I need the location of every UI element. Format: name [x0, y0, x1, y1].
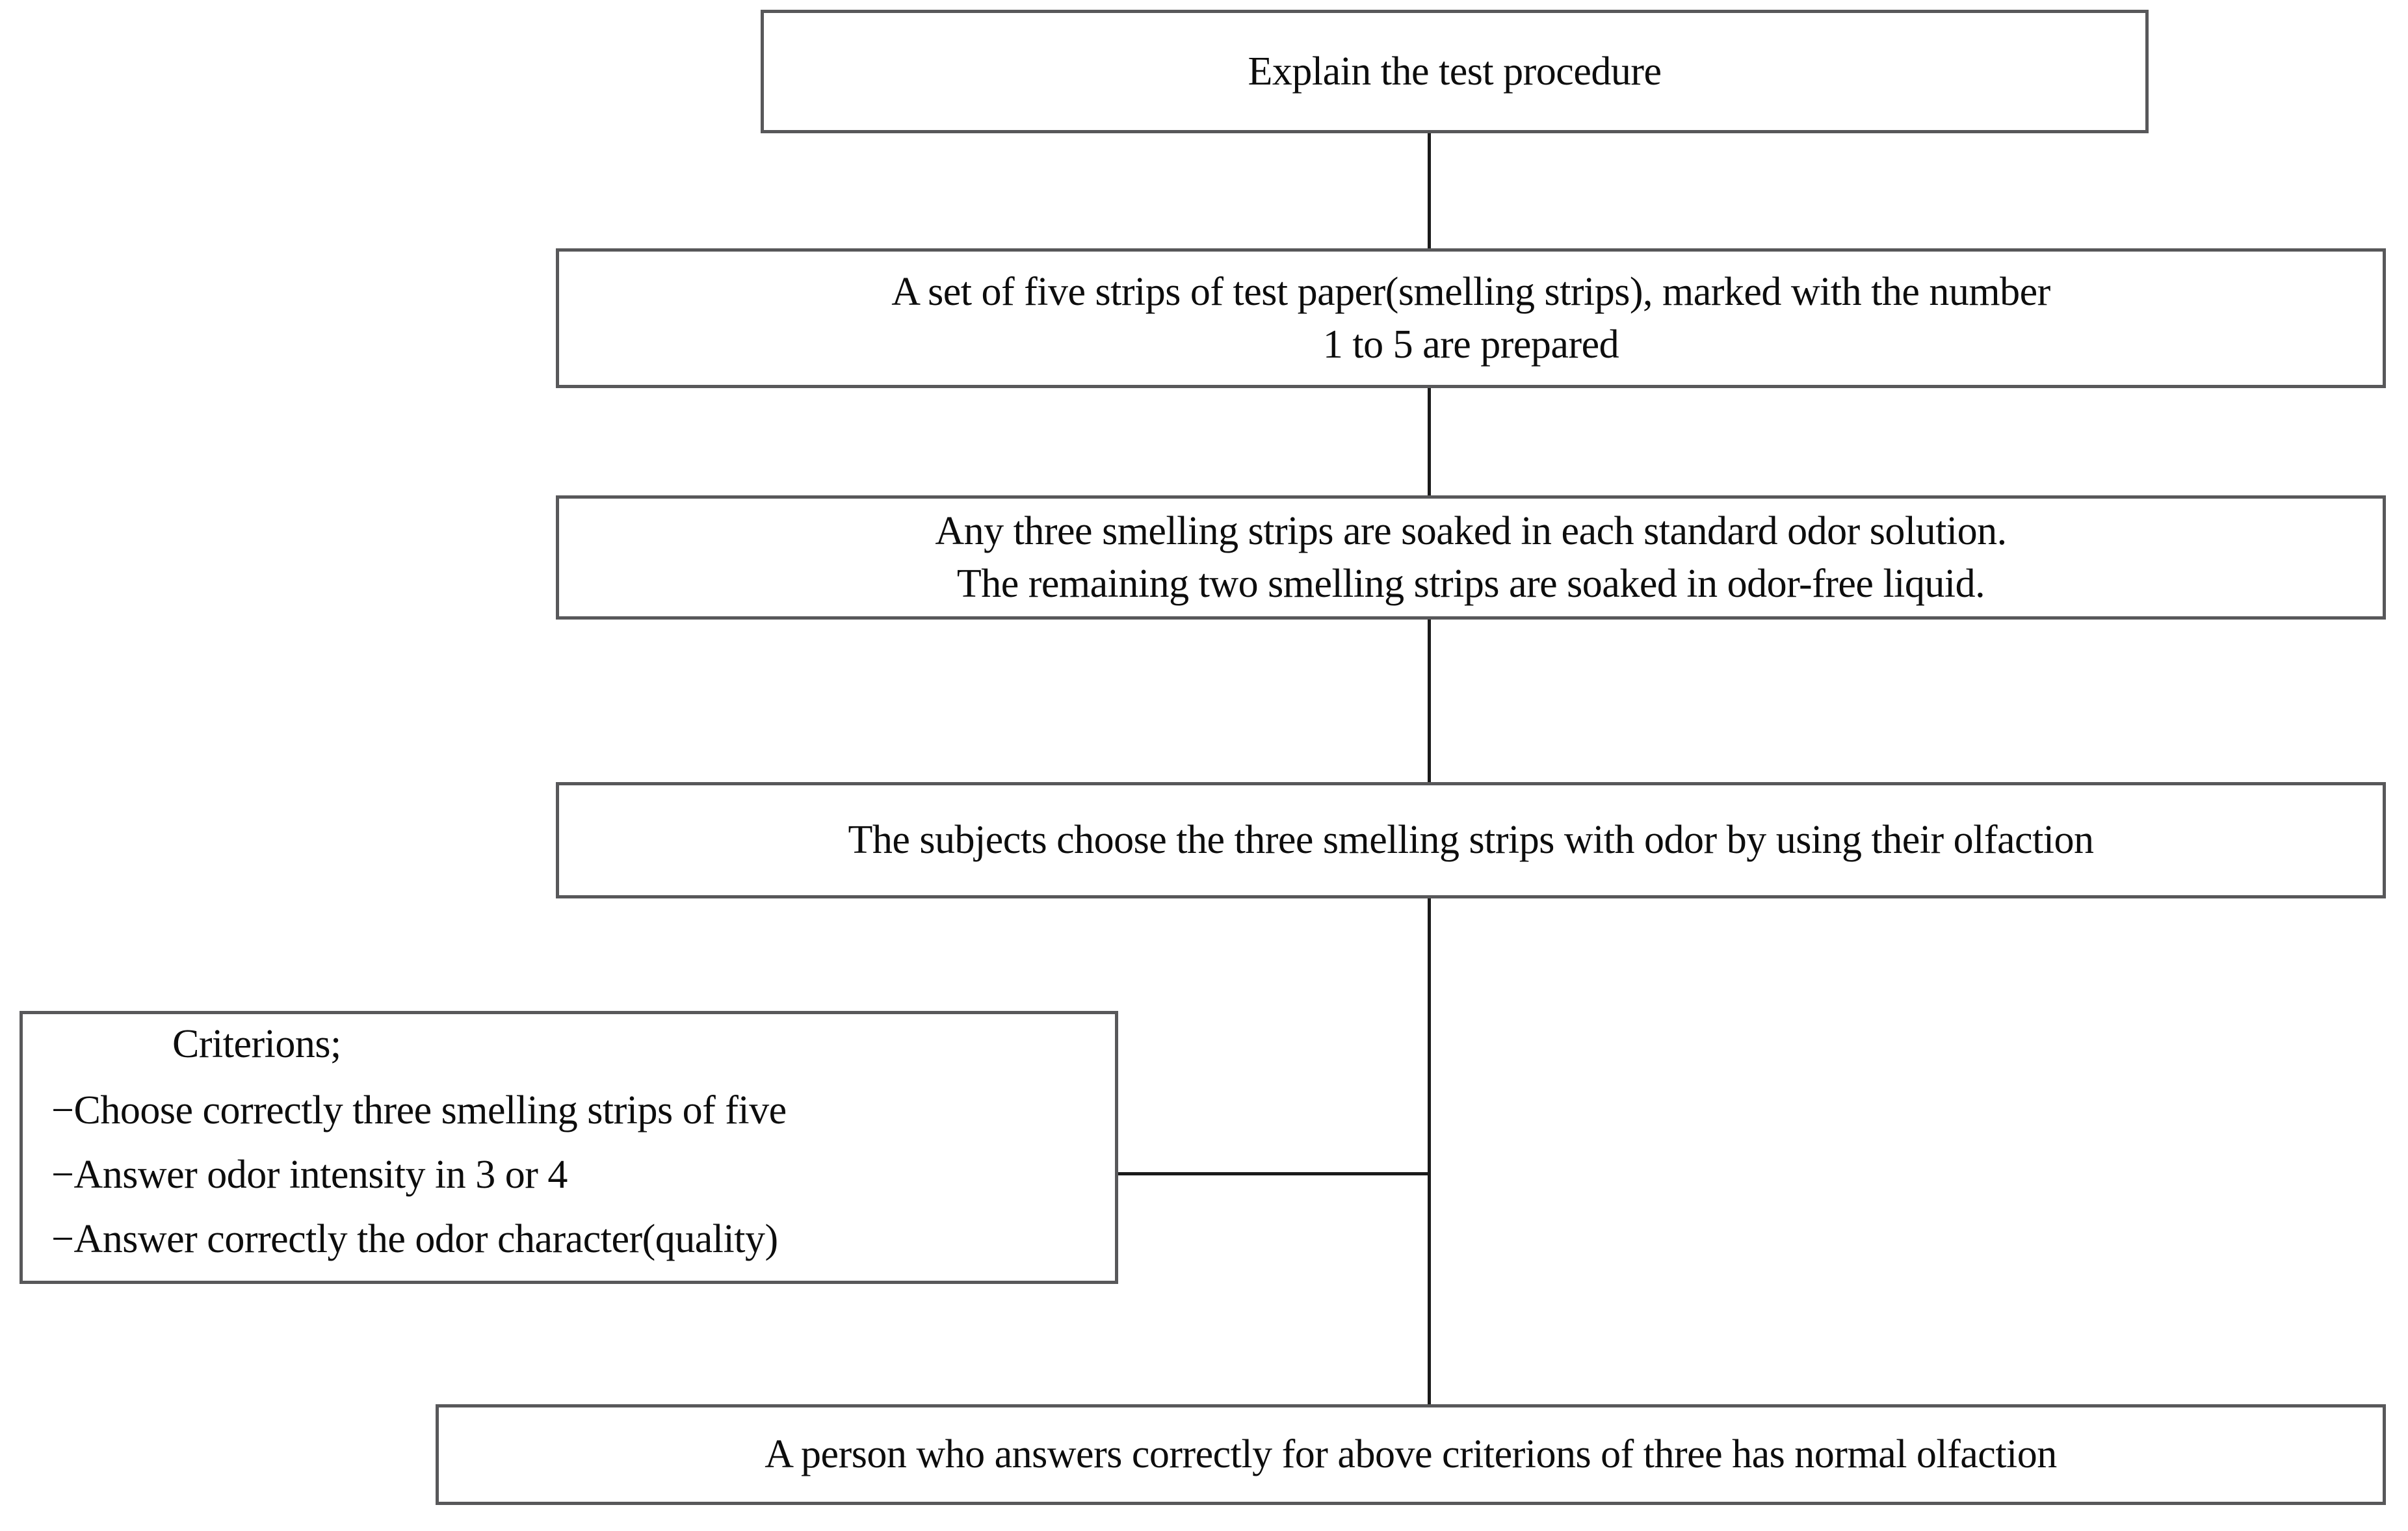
- flow-node-strips-line-1: A set of five strips of test paper(smell…: [891, 269, 2050, 314]
- criterions-bullet-2: −Answer odor intensity in 3 or 4: [51, 1153, 568, 1197]
- criterions-heading: Criterions;: [172, 1021, 341, 1066]
- connector-choose-to-result: [1428, 898, 1431, 1404]
- flow-node-explain-line-1: Explain the test procedure: [1248, 49, 1662, 94]
- flow-node-soak-smelling-strips: Any three smelling strips are soaked in …: [556, 495, 2386, 620]
- flow-node-result-line-1: A person who answers correctly for above…: [765, 1432, 2057, 1477]
- flow-node-normal-olfaction-result: A person who answers correctly for above…: [436, 1404, 2386, 1505]
- criterions-bullet-3: −Answer correctly the odor character(qua…: [51, 1216, 778, 1261]
- flow-node-soak-line-1: Any three smelling strips are soaked in …: [935, 508, 2007, 553]
- flow-node-explain-test-procedure: Explain the test procedure: [761, 10, 2149, 133]
- flow-node-choose-line-1: The subjects choose the three smelling s…: [848, 818, 2094, 863]
- flow-node-soak-line-2: The remaining two smelling strips are so…: [956, 561, 1985, 606]
- flow-node-criterions: Criterions; −Choose correctly three smel…: [20, 1011, 1118, 1284]
- connector-criterions-to-trunk: [1118, 1172, 1431, 1175]
- criterions-bullet-1: −Choose correctly three smelling strips …: [51, 1088, 787, 1133]
- connector-explain-to-strips: [1428, 133, 1431, 248]
- flow-node-prepare-smelling-strips: A set of five strips of test paper(smell…: [556, 248, 2386, 388]
- flow-node-strips-line-2: 1 to 5 are prepared: [1322, 322, 1619, 367]
- connector-soak-to-choose: [1428, 620, 1431, 782]
- connector-strips-to-soak: [1428, 388, 1431, 495]
- flow-node-subjects-choose-strips: The subjects choose the three smelling s…: [556, 782, 2386, 898]
